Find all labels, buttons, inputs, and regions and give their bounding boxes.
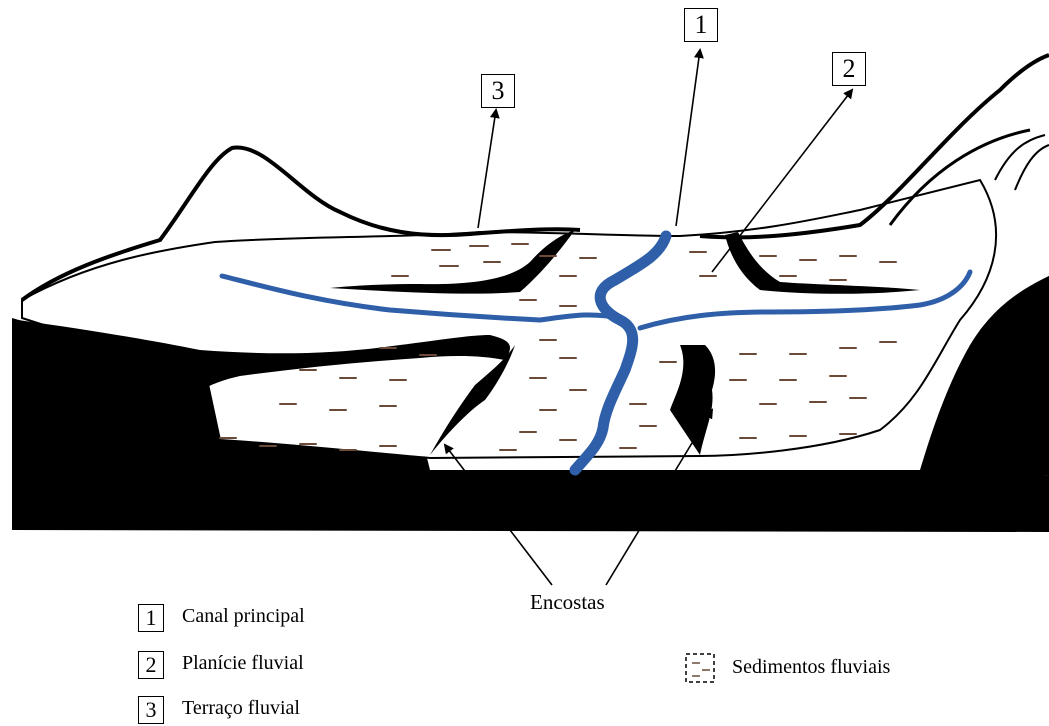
legend-1-number: 1 [146, 605, 157, 630]
legend-2-label: Planície fluvial [182, 652, 304, 675]
sediment-legend-label: Sedimentos fluviais [732, 656, 890, 679]
callout-1-box: 1 [684, 8, 718, 42]
callout-2-box: 2 [832, 52, 866, 86]
sediment-legend-swatch [686, 654, 714, 682]
slope-label: Encostas [530, 590, 605, 615]
callout-1-number: 1 [695, 10, 708, 39]
callout-3-number: 3 [492, 76, 505, 105]
callout-3-box: 3 [481, 74, 515, 108]
legend-1-box: 1 [138, 604, 164, 632]
legend-3-label: Terraço fluvial [182, 697, 300, 720]
callout-3-arrow [478, 110, 496, 228]
legend-3-box: 3 [138, 696, 164, 724]
callout-2-number: 2 [843, 54, 856, 83]
legend-1-label: Canal principal [182, 605, 305, 628]
legend-2-box: 2 [138, 651, 164, 679]
callout-1-arrow [676, 50, 700, 226]
legend-2-number: 2 [146, 652, 157, 677]
legend-3-number: 3 [146, 697, 157, 722]
